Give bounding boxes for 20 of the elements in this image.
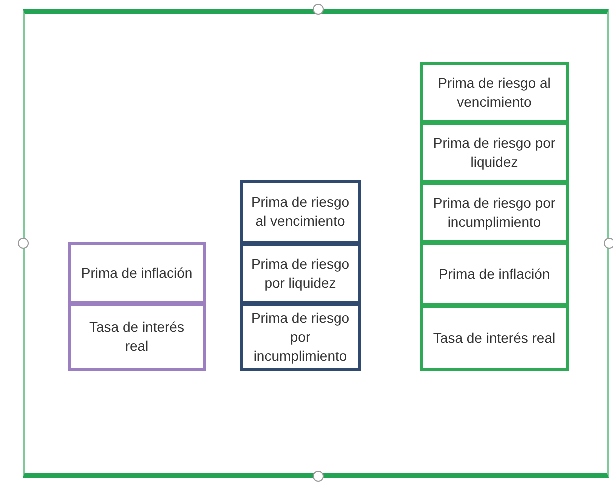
- stack-box: [420, 305, 569, 371]
- stack-box: [420, 122, 569, 183]
- stack-box: [240, 180, 361, 244]
- box-label: Tasa de interés real: [432, 328, 557, 348]
- stack-box: [420, 62, 569, 123]
- stack-box: [240, 243, 361, 304]
- stack-box: [240, 303, 361, 371]
- box-label: Prima de riesgo por incumplimiento: [432, 194, 557, 232]
- box-label: Prima de riesgo al vencimiento: [250, 193, 351, 231]
- box-label: Prima de riesgo al vencimiento: [437, 74, 552, 112]
- stack-box: [68, 303, 206, 371]
- box-label: Prima de riesgo por incumplimiento: [250, 308, 351, 366]
- box-label: Prima de riesgo por liquidez: [432, 134, 557, 172]
- stack-box: [420, 182, 569, 243]
- box-label: Prima de inflación: [80, 264, 194, 282]
- box-label: Prima de riesgo por liquidez: [250, 254, 351, 292]
- stack-box: [420, 242, 569, 306]
- box-label: Prima de inflación: [438, 264, 552, 284]
- stack-box: [68, 242, 206, 304]
- box-label: Tasa de interés real: [88, 318, 186, 356]
